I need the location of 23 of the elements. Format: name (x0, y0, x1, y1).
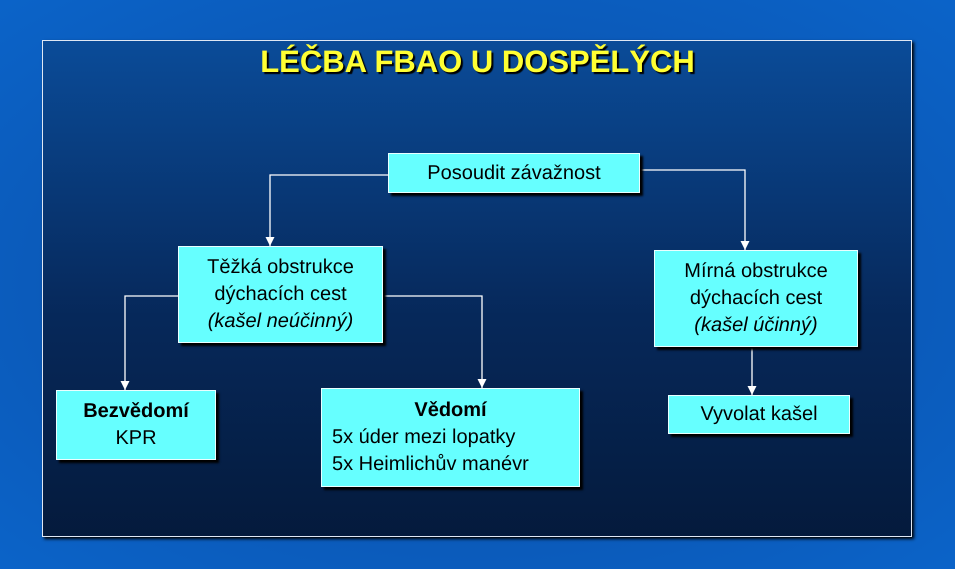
arrow (747, 347, 757, 395)
node-text: 5x Heimlichův manévr (332, 452, 530, 477)
heading: Bezvědomí (82, 399, 190, 424)
node-text: KPR (114, 426, 158, 451)
node-text: Vyvolat kašel (699, 402, 819, 427)
node-text: (kašel účinný) (693, 313, 819, 338)
arrow (265, 174, 388, 246)
node-text: 5x úder mezi lopatky (332, 425, 516, 450)
process-box (56, 390, 216, 460)
process-box (388, 153, 640, 193)
node-text: Těžká obstrukce dýchacích cest (206, 255, 355, 307)
node-text: Posoudit závažnost (426, 160, 602, 186)
arrow (383, 295, 487, 388)
arrow (120, 295, 178, 390)
process-box (321, 388, 580, 487)
process-box (178, 246, 383, 343)
node-text: (kašel neúčinný) (206, 309, 354, 334)
process-box (668, 395, 850, 434)
heading: Vědomí (413, 398, 488, 423)
arrow (640, 169, 750, 250)
node-text: Mírná obstrukce dýchacích cest (683, 259, 829, 311)
process-box (654, 250, 858, 347)
title: LÉČBA FBAO U DOSPĚLÝCH (259, 44, 696, 80)
